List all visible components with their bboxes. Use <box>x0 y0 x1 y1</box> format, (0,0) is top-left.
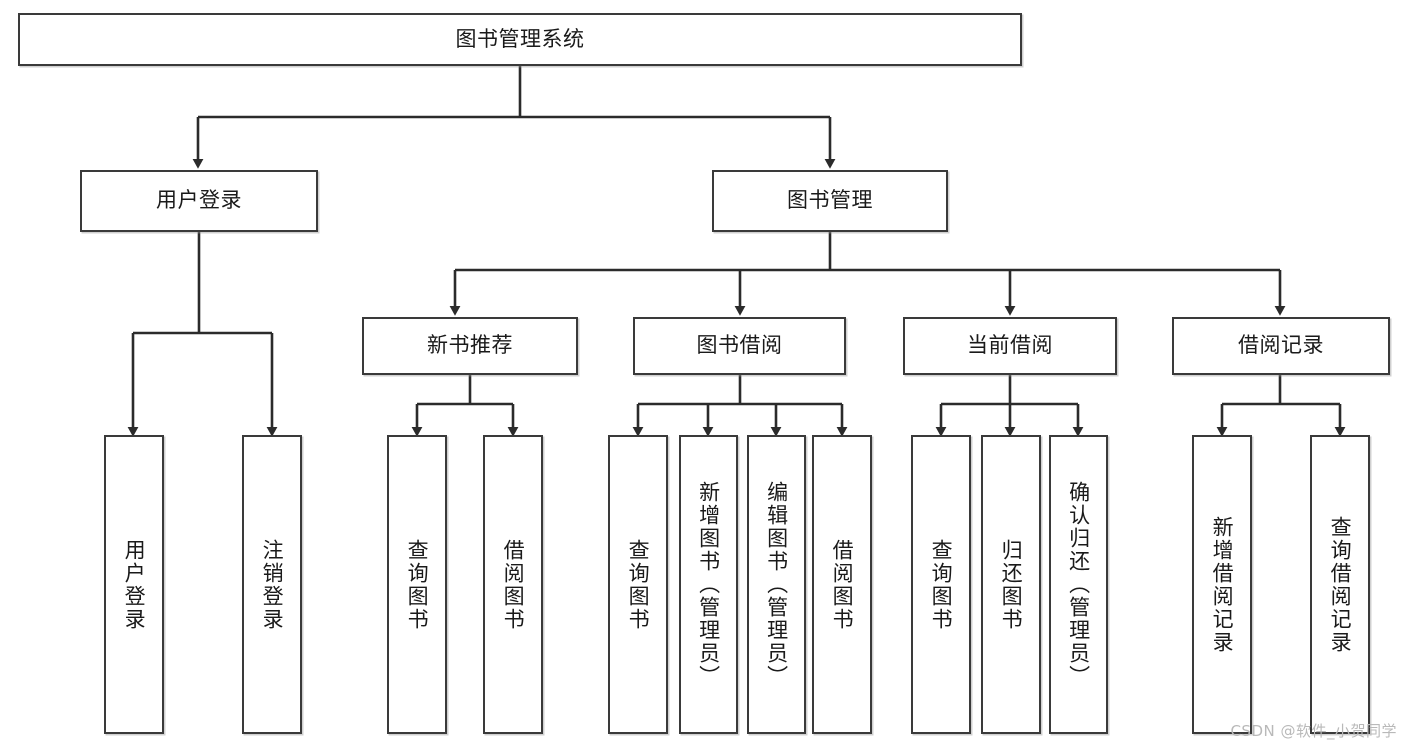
leaf-borrow-query-book-label: 查询图书 <box>626 538 651 631</box>
node-borrow-record-label: 借阅记录 <box>1238 333 1324 358</box>
node-new-book-recommend[interactable]: 新书推荐 <box>362 317 578 375</box>
leaf-record-query[interactable]: 查询借阅记录 <box>1310 435 1370 734</box>
node-book-borrow[interactable]: 图书借阅 <box>633 317 846 375</box>
leaf-recommend-borrow-book-label: 借阅图书 <box>501 538 526 631</box>
leaf-borrow-lend-book[interactable]: 借阅图书 <box>812 435 872 734</box>
leaf-borrow-edit-book-admin-label: 编辑图书（管理员） <box>764 481 789 688</box>
leaf-current-return-book-label: 归还图书 <box>999 538 1024 631</box>
leaf-borrow-query-book[interactable]: 查询图书 <box>608 435 668 734</box>
leaf-recommend-query-book[interactable]: 查询图书 <box>387 435 447 734</box>
leaf-current-confirm-return-admin[interactable]: 确认归还（管理员） <box>1049 435 1108 734</box>
leaf-user-logout[interactable]: 注销登录 <box>242 435 302 734</box>
leaf-current-return-book[interactable]: 归还图书 <box>981 435 1041 734</box>
leaf-record-add[interactable]: 新增借阅记录 <box>1192 435 1252 734</box>
watermark: CSDN @软件_小贺同学 <box>1230 722 1397 740</box>
node-user-login[interactable]: 用户登录 <box>80 170 318 232</box>
leaf-user-login[interactable]: 用户登录 <box>104 435 164 734</box>
leaf-recommend-borrow-book[interactable]: 借阅图书 <box>483 435 543 734</box>
node-book-management[interactable]: 图书管理 <box>712 170 948 232</box>
leaf-user-login-label: 用户登录 <box>122 538 147 631</box>
node-root[interactable]: 图书管理系统 <box>18 13 1022 66</box>
node-new-book-recommend-label: 新书推荐 <box>427 333 513 358</box>
leaf-recommend-query-book-label: 查询图书 <box>405 538 430 631</box>
leaf-record-add-label: 新增借阅记录 <box>1210 515 1235 654</box>
leaf-borrow-edit-book-admin[interactable]: 编辑图书（管理员） <box>747 435 806 734</box>
leaf-record-query-label: 查询借阅记录 <box>1328 515 1353 654</box>
leaf-borrow-add-book-admin-label: 新增图书（管理员） <box>696 481 721 688</box>
node-book-management-label: 图书管理 <box>787 188 873 213</box>
leaf-current-query-book-label: 查询图书 <box>929 538 954 631</box>
leaf-borrow-lend-book-label: 借阅图书 <box>830 538 855 631</box>
leaf-borrow-add-book-admin[interactable]: 新增图书（管理员） <box>679 435 738 734</box>
node-current-borrow[interactable]: 当前借阅 <box>903 317 1117 375</box>
node-user-login-label: 用户登录 <box>156 188 242 213</box>
node-current-borrow-label: 当前借阅 <box>967 333 1053 358</box>
leaf-user-logout-label: 注销登录 <box>260 538 285 631</box>
leaf-current-query-book[interactable]: 查询图书 <box>911 435 971 734</box>
node-book-borrow-label: 图书借阅 <box>696 333 783 358</box>
node-borrow-record[interactable]: 借阅记录 <box>1172 317 1390 375</box>
leaf-current-confirm-return-admin-label: 确认归还（管理员） <box>1066 481 1091 688</box>
node-root-label: 图书管理系统 <box>455 26 585 51</box>
